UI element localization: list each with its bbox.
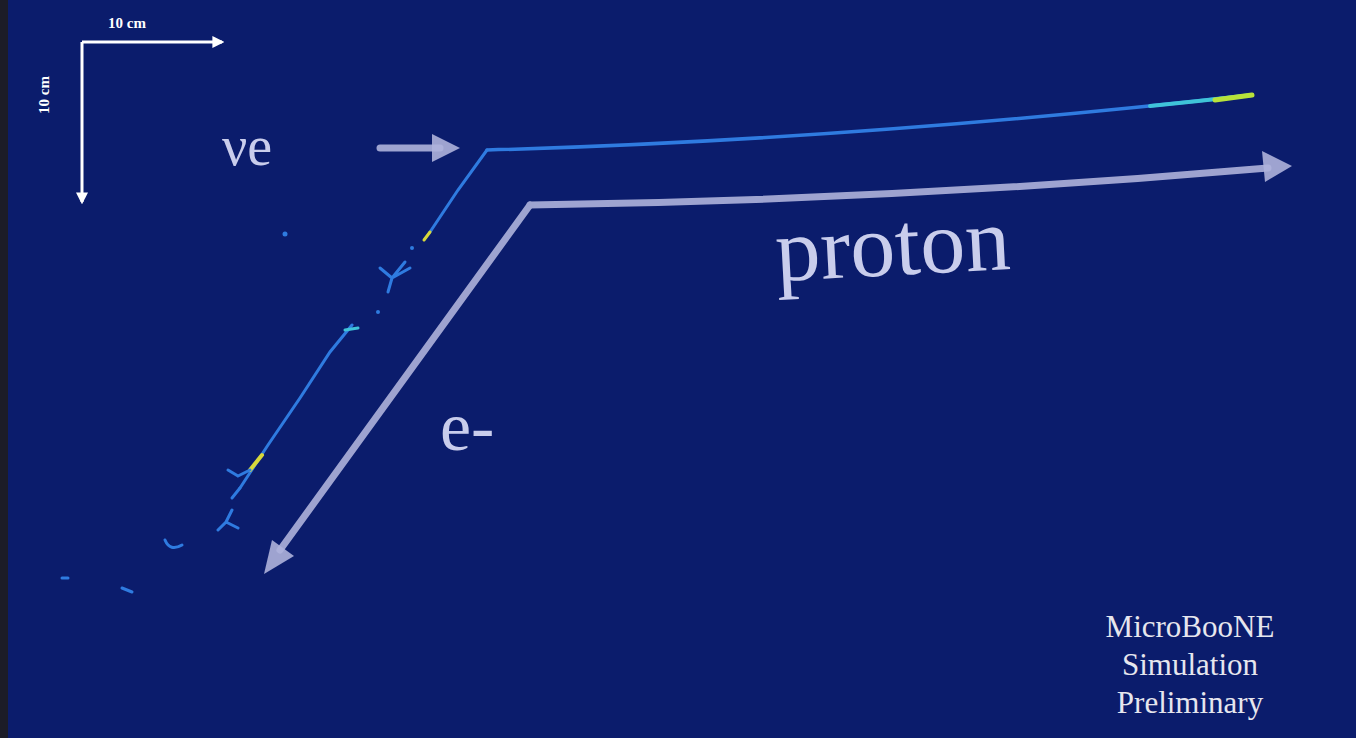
scale-label: 10 cm [37, 69, 55, 121]
particle-label: e- [440, 392, 494, 462]
electron-shower [62, 150, 487, 592]
watermark: MicroBooNE Simulation Preliminary [1060, 608, 1320, 722]
arrow-heads [264, 134, 1292, 574]
particle-label: νe [222, 118, 272, 174]
left-border [0, 0, 8, 738]
scale-label: 10 cm [108, 16, 146, 31]
proton-track [487, 95, 1252, 150]
annotation-arrows [280, 148, 1268, 550]
particle-label: proton [773, 194, 1012, 296]
scale-bar [82, 42, 222, 202]
